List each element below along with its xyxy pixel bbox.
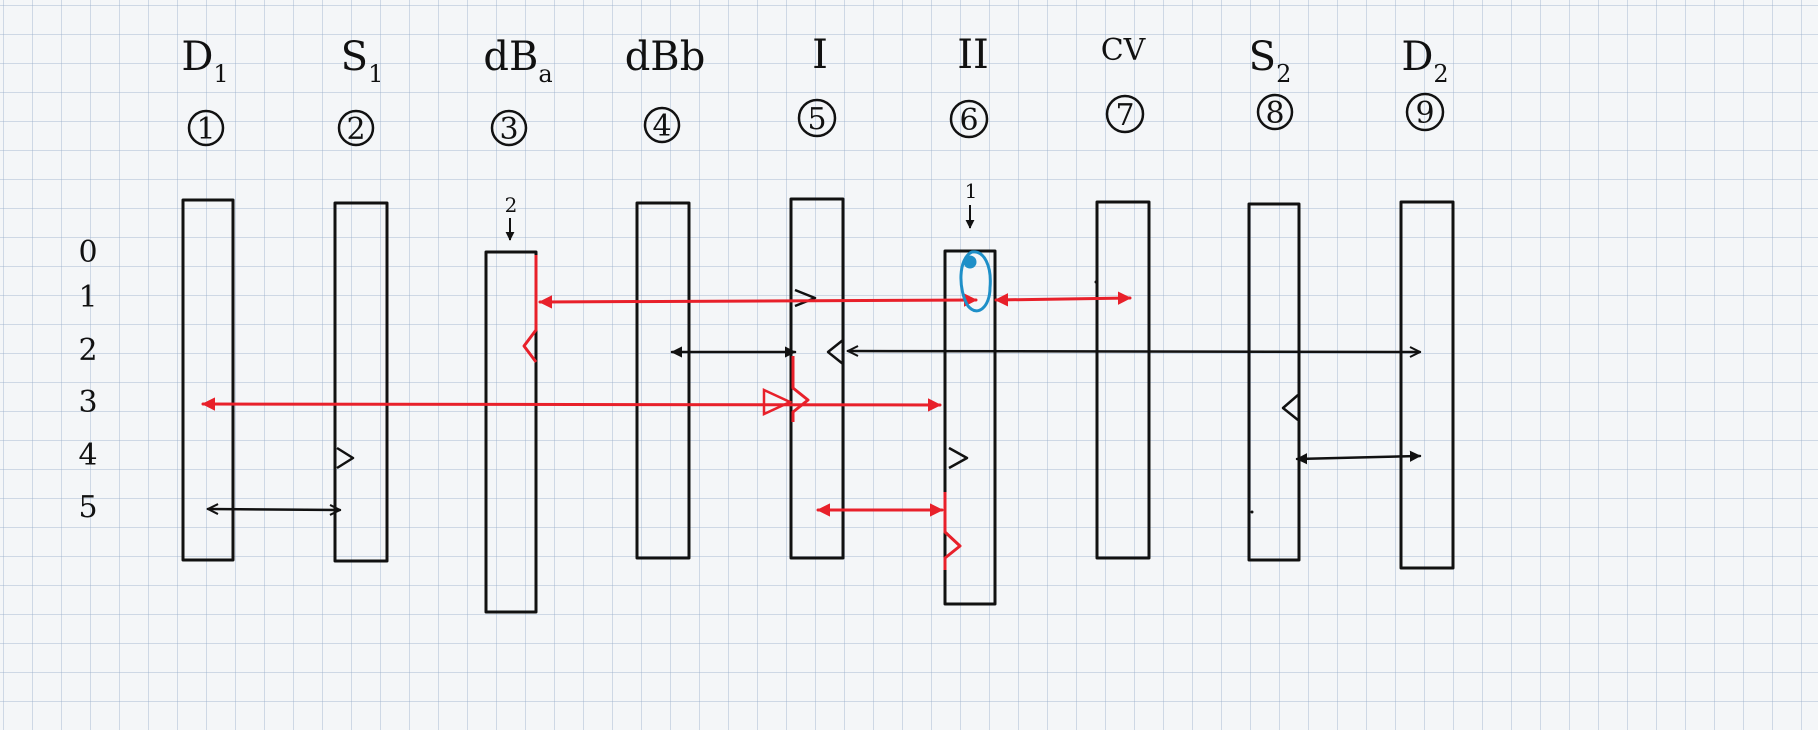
column-7-number-circle [1105, 94, 1145, 134]
row-label-3: 3 [78, 385, 97, 420]
arrows [201, 291, 1422, 517]
column-4-number-circle [643, 106, 681, 144]
column-9-number: 9 [1415, 96, 1434, 131]
row-label-5: 5 [78, 490, 97, 525]
arrow-row1-col6-col7 [994, 291, 1132, 307]
notch-col6-row4 [948, 446, 969, 470]
column-5-number-circle [797, 98, 837, 138]
stray-marks [1094, 280, 1254, 514]
column-6-marker-label: 1 [965, 179, 978, 203]
column-1-name: D1 [181, 34, 228, 88]
column-8-number: 8 [1265, 96, 1284, 131]
notch-col5-row2 [826, 339, 844, 365]
column-3-name: dBa [483, 34, 552, 88]
zigzag-col6 [943, 492, 962, 570]
column-9-name: D2 [1401, 34, 1448, 88]
column-7-name: CV [1101, 33, 1147, 68]
notch-col8-row3 [1281, 394, 1299, 421]
column-6-bar [943, 249, 997, 606]
column-2-number-circle [337, 109, 375, 147]
column-6-name: II [957, 32, 989, 78]
arrow-row2-col5-col9 [848, 351, 1420, 352]
column-6-number: 6 [959, 103, 978, 138]
notch-col2-row4 [336, 446, 355, 470]
column-numbers [187, 92, 1445, 147]
column-7-number: 7 [1115, 98, 1134, 133]
column-8-number-circle [1256, 93, 1294, 131]
blue-loop [959, 250, 992, 313]
column-1-bar [181, 198, 235, 562]
column-4-bar [635, 201, 691, 560]
arrow-row1-col3-col6 [538, 293, 978, 309]
column-bars [181, 197, 1455, 614]
column-4-number: 4 [652, 109, 671, 144]
column-number-labels: 1 2 3 4 5 6 7 8 9 [196, 96, 1434, 147]
blue-loop-mark [959, 250, 992, 313]
column-4-name: dBb [625, 34, 706, 80]
row-label-4: 4 [78, 438, 97, 473]
column-8-bar [1247, 202, 1301, 562]
arrow-row4-col8-col9 [1295, 450, 1422, 465]
column-7-bar [1095, 200, 1151, 560]
notch-col5-row1 [794, 288, 817, 308]
arrow-row5-col1-col2 [208, 509, 340, 510]
row-labels: 0 1 2 3 4 5 [78, 235, 97, 525]
column-8-name: S2 [1249, 34, 1292, 88]
column-6-number-circle [949, 99, 989, 139]
column-2-bar [333, 201, 389, 563]
column-9-number-circle [1405, 92, 1445, 132]
bar-notches [336, 288, 1299, 470]
blue-dot [963, 255, 977, 269]
row-label-2: 2 [78, 333, 97, 368]
zigzag-col5 [791, 356, 810, 422]
column-2-name: S1 [341, 34, 384, 88]
column-1-number: 1 [196, 112, 215, 147]
arrow-row3-col1-col6 [201, 397, 942, 412]
column-3-number: 3 [499, 112, 518, 147]
column-3-number-circle [490, 109, 528, 147]
column-9-bar [1399, 200, 1455, 570]
column-3-marker-label: 2 [505, 193, 518, 217]
row-label-0: 0 [78, 235, 97, 270]
arrow-row3-col5-open-head [762, 388, 793, 416]
column-2-number: 2 [346, 112, 365, 147]
column-headers: D1 S1 dBa dBb I II CV S2 D2 [181, 32, 1448, 88]
column-5-name: I [812, 32, 828, 78]
column-markers: 2 1 [505, 179, 978, 241]
column-5-number: 5 [807, 102, 826, 137]
zigzag-col3 [522, 255, 538, 363]
column-1-number-circle [187, 109, 225, 147]
column-5-bar [789, 197, 845, 560]
row-label-1: 1 [78, 280, 97, 315]
column-3-bar [484, 250, 538, 614]
